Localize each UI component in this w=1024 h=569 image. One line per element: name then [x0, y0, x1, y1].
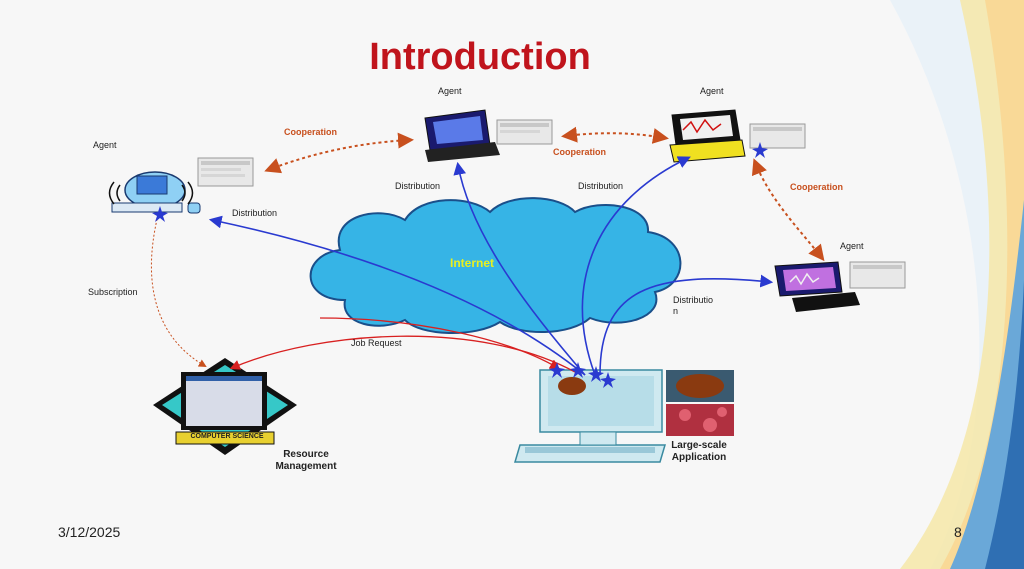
- footer-date: 3/12/2025: [58, 524, 121, 540]
- cooperation-label-3: Cooperation: [790, 182, 843, 192]
- application-line-1: Large-scale: [671, 440, 727, 451]
- resource-management-label: Resource Management: [258, 449, 354, 473]
- cooperation-arrow-3: [751, 158, 825, 262]
- page-number: 8: [954, 524, 962, 540]
- application-images: [666, 370, 734, 436]
- large-scale-application-label: Large-scale Application: [660, 440, 738, 464]
- distribution-arrow-right: [599, 274, 774, 376]
- distribution-label-right-1: Distributio: [673, 295, 714, 305]
- resource-management-line-1: Resource: [283, 449, 329, 460]
- agent-label-top-center: Agent: [438, 86, 462, 96]
- resource-management-line-2: Management: [275, 461, 337, 472]
- agent-computer-right: [774, 261, 906, 312]
- agent-label-top-right: Agent: [700, 86, 724, 96]
- job-request-arrow-in: [319, 317, 561, 370]
- computer-science-banner: COMPUTER SCIENCE: [190, 433, 264, 440]
- page-title: Introduction: [369, 36, 591, 78]
- distribution-label-center: Distribution: [395, 181, 441, 191]
- agent-computer-top-right: [669, 109, 806, 163]
- distribution-arrow-left: [208, 215, 586, 376]
- cooperation-label-2: Cooperation: [553, 147, 606, 157]
- agent-computer-left: [108, 157, 254, 214]
- job-request-arrow-out: [229, 335, 576, 373]
- cooperation-arrow-1: [264, 132, 414, 174]
- internet-cloud: [309, 197, 682, 335]
- resource-management-server: [153, 358, 297, 455]
- distribution-arrow-top-right: [581, 156, 691, 376]
- star-markers: [152, 142, 768, 388]
- subscription-arrow: [151, 214, 207, 368]
- application-line-2: Application: [671, 452, 727, 463]
- application-computer: [513, 369, 667, 463]
- agent-label-left: Agent: [93, 140, 117, 150]
- cooperation-label-1: Cooperation: [284, 127, 337, 137]
- distribution-label-right-2: n: [673, 306, 679, 316]
- agent-computer-top-center: [424, 109, 553, 162]
- subscription-label: Subscription: [88, 287, 138, 297]
- agent-label-right: Agent: [840, 241, 864, 251]
- decorative-swoosh: [890, 0, 1024, 569]
- distribution-label-left: Distribution: [232, 208, 278, 218]
- cooperation-arrow-2: [561, 126, 669, 144]
- internet-label: Internet: [450, 256, 495, 270]
- job-request-label: Job Request: [351, 338, 402, 348]
- distribution-label-top-right: Distribution: [578, 181, 624, 191]
- distribution-arrow-center: [453, 161, 586, 376]
